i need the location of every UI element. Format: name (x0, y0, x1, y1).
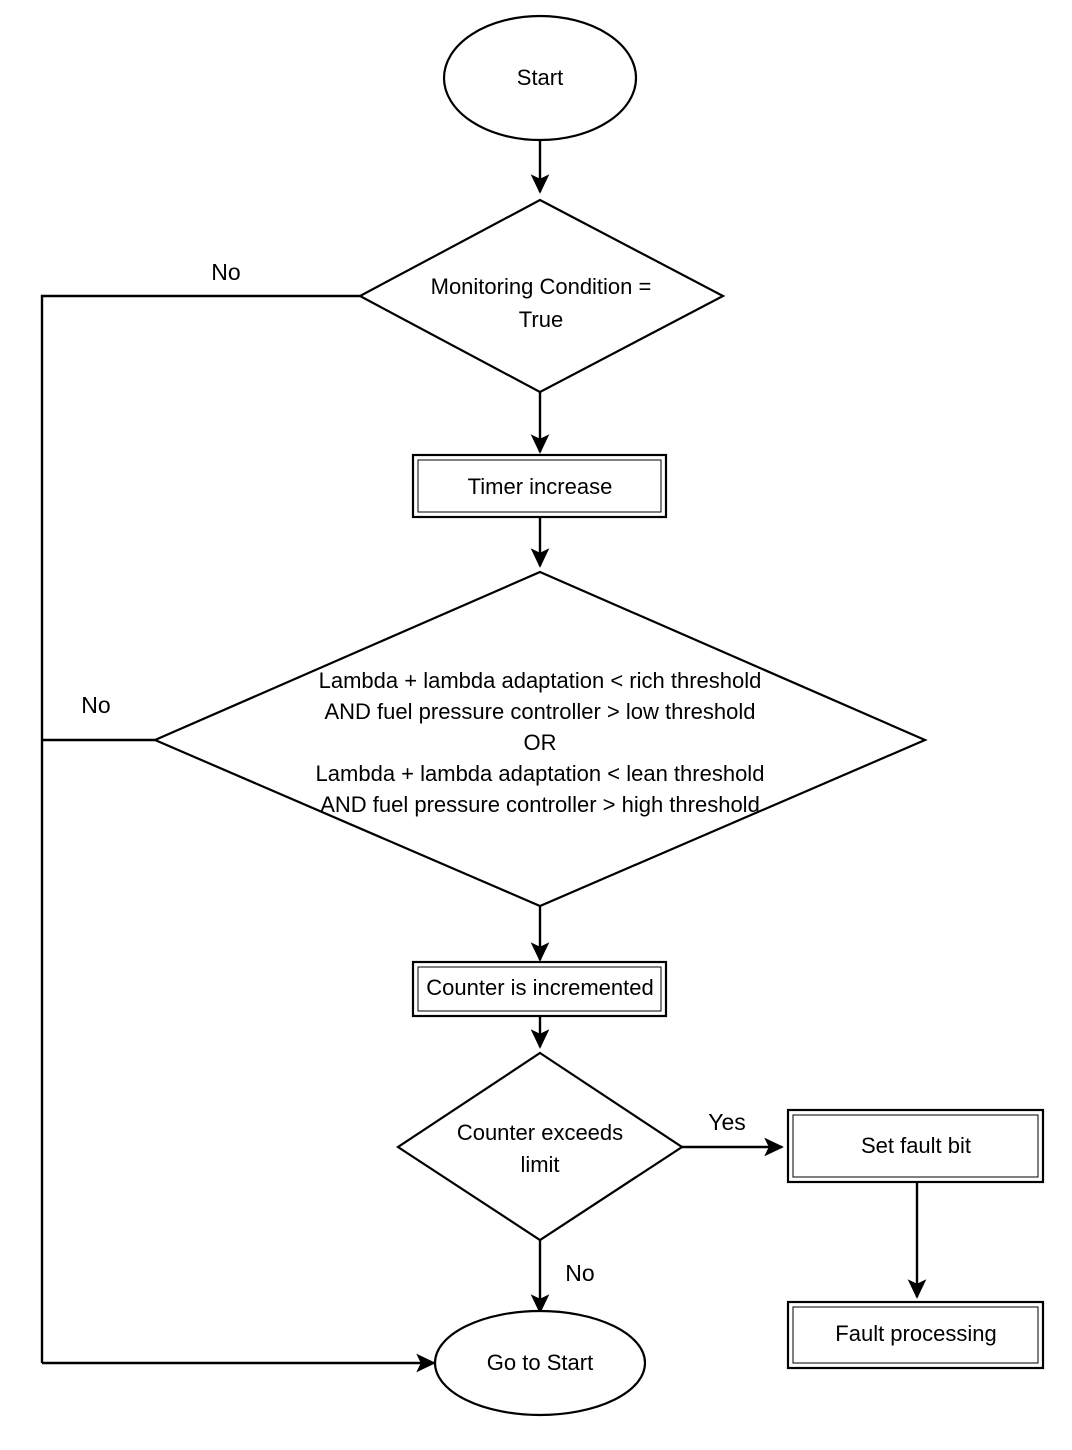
set-fault-bit-label: Set fault bit (861, 1133, 971, 1158)
node-monitoring-condition[interactable]: Monitoring Condition = True (357, 198, 726, 394)
edge-monitoring-no-to-rail (40, 294, 360, 1363)
lambda-condition-label-line5: AND fuel pressure controller > high thre… (320, 792, 760, 817)
monitoring-condition-label-line2: True (519, 307, 563, 332)
monitoring-condition-diamond (357, 198, 726, 394)
fault-processing-box (786, 1300, 1045, 1370)
node-counter-exceeds-limit[interactable]: Counter exceeds limit (395, 1051, 685, 1242)
fault-processing-box-inner (792, 1306, 1039, 1364)
node-set-fault-bit[interactable]: Set fault bit (786, 1108, 1045, 1184)
go-to-start-ellipse (433, 1309, 647, 1417)
timer-increase-label: Timer increase (468, 474, 613, 499)
monitoring-condition-label-line1: Monitoring Condition = (431, 274, 652, 299)
counter-incremented-label: Counter is incremented (426, 975, 653, 1000)
edge-label-lambda-no: No (81, 692, 110, 718)
node-fault-processing[interactable]: Fault processing (786, 1300, 1045, 1370)
lambda-condition-label-line1: Lambda + lambda adaptation < rich thresh… (319, 668, 762, 693)
counter-exceeds-limit-label-line1: Counter exceeds (457, 1120, 623, 1145)
lambda-condition-label-line2: AND fuel pressure controller > low thres… (324, 699, 755, 724)
node-counter-incremented[interactable]: Counter is incremented (411, 960, 668, 1018)
edge-label-counter-no: No (565, 1260, 594, 1286)
timer-increase-box-inner (417, 459, 662, 513)
fault-processing-label: Fault processing (835, 1321, 996, 1346)
counter-incremented-box-inner (417, 966, 662, 1012)
start-ellipse (442, 14, 638, 142)
counter-exceeds-limit-label-line2: limit (520, 1152, 559, 1177)
set-fault-bit-box (786, 1108, 1045, 1184)
edge-label-counter-yes: Yes (708, 1109, 746, 1135)
go-to-start-label: Go to Start (487, 1350, 593, 1375)
lambda-condition-label-line3: OR (524, 730, 557, 755)
lambda-condition-label-line4: Lambda + lambda adaptation < lean thresh… (316, 761, 765, 786)
counter-incremented-box (411, 960, 668, 1018)
start-label: Start (517, 65, 563, 90)
node-lambda-condition[interactable]: Lambda + lambda adaptation < rich thresh… (152, 570, 928, 908)
edge-label-monitoring-no: No (211, 259, 240, 285)
timer-increase-box (411, 453, 668, 519)
lambda-condition-diamond (152, 570, 928, 908)
set-fault-bit-box-inner (792, 1114, 1039, 1178)
node-start[interactable]: Start (442, 14, 638, 142)
node-go-to-start[interactable]: Go to Start (433, 1309, 647, 1417)
counter-exceeds-limit-diamond (395, 1051, 685, 1242)
node-timer-increase[interactable]: Timer increase (411, 453, 668, 519)
